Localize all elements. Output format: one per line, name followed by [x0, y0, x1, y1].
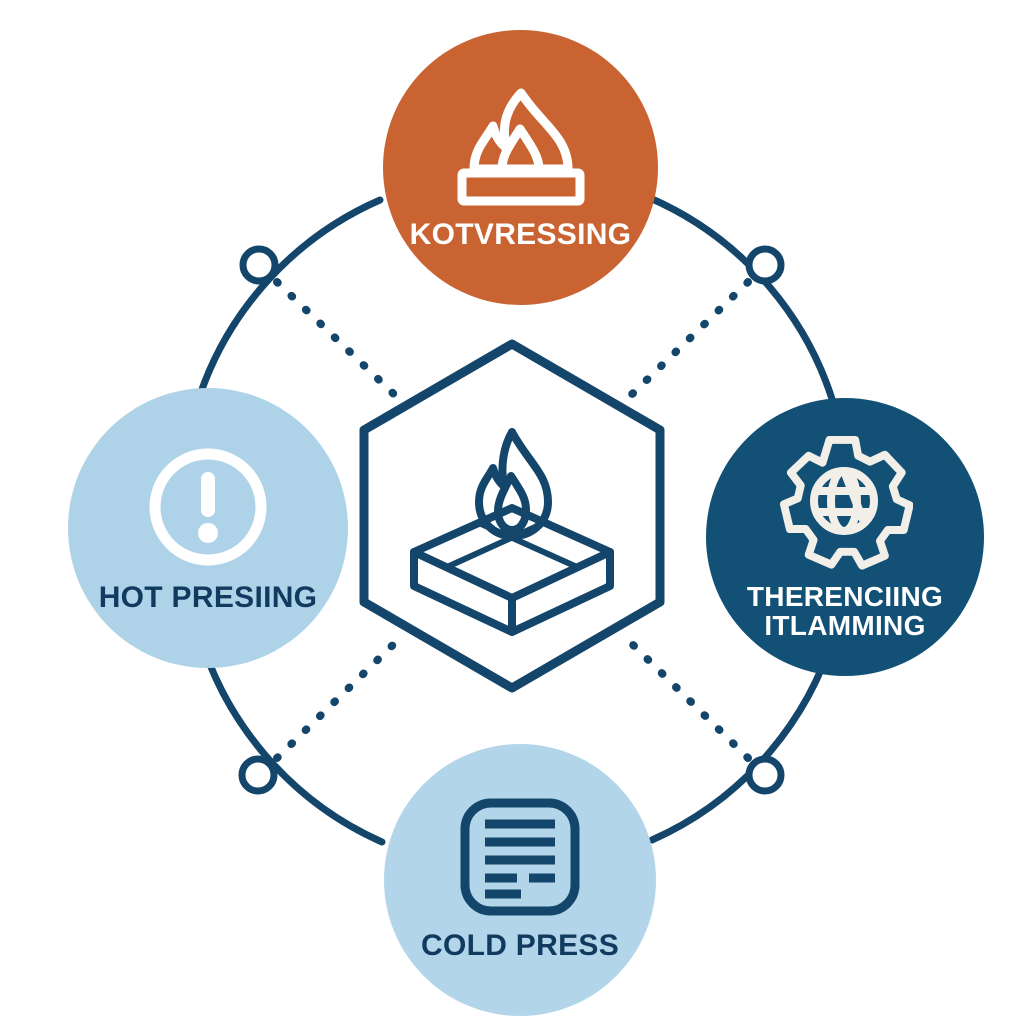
- center-hexagon[interactable]: [352, 336, 672, 696]
- layered-board-lines-icon: [459, 798, 581, 916]
- node-left-hot-pressing[interactable]: HOT PRESIING: [68, 388, 348, 668]
- ring-markers: [238, 245, 785, 795]
- node-right-label-line1: THERENCIING: [746, 580, 944, 612]
- node-top-label: KOTVRESSING: [409, 217, 632, 251]
- spoke-top-left: [273, 278, 404, 404]
- node-left-label: HOT PRESIING: [98, 581, 318, 615]
- node-right-therenciing-itlamming[interactable]: THERENCIING ITLAMMING: [706, 398, 984, 676]
- gear-globe-icon: [777, 434, 914, 570]
- ring-marker-bottom-right[interactable]: [745, 755, 785, 795]
- spoke-bottom-left: [273, 634, 404, 762]
- node-bottom-cold-press[interactable]: COLD PRESS: [384, 744, 656, 1016]
- arc-top-left: [189, 196, 384, 422]
- spoke-bottom-right: [622, 634, 752, 762]
- flame-over-plank-icon: [446, 85, 596, 209]
- node-right-label: THERENCIING ITLAMMING: [747, 582, 943, 640]
- node-bottom-label: COLD PRESS: [420, 929, 620, 963]
- ring-marker-top-left[interactable]: [239, 245, 279, 285]
- flame-over-panel-block-icon: [410, 428, 614, 636]
- center-hexagon-graphic: [359, 339, 665, 693]
- arc-top-right: [646, 194, 842, 424]
- ring-marker-top-right[interactable]: [745, 245, 785, 285]
- node-top-kotvressing[interactable]: KOTVRESSING: [383, 30, 658, 305]
- spoke-top-right: [622, 278, 752, 404]
- exclamation-circle-icon: [143, 442, 273, 572]
- dotted-spokes: [273, 278, 752, 762]
- hexagon-outline: [359, 339, 665, 693]
- ring-marker-bottom-left[interactable]: [238, 755, 278, 795]
- node-right-label-line2: ITLAMMING: [764, 610, 926, 641]
